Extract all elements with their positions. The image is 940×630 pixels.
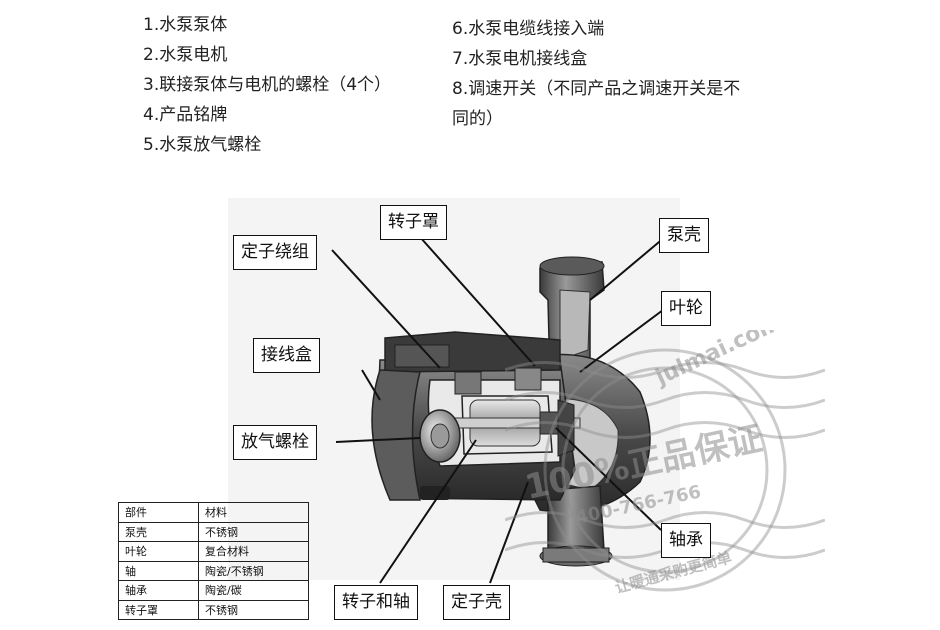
leader-lines: [331, 236, 666, 584]
callout-bearing: 轴承: [661, 523, 711, 558]
table-cell: 不锈钢: [198, 521, 309, 542]
table-row: 部件 材料: [118, 502, 309, 523]
callout-impeller: 叶轮: [661, 291, 711, 326]
callout-junction-box: 接线盒: [253, 338, 320, 373]
callout-pump-shell: 泵壳: [659, 218, 709, 253]
outlet-pipe: [539, 256, 605, 382]
callout-label: 轴承: [669, 530, 703, 550]
legend-item: 4.产品铭牌: [143, 105, 228, 125]
table-cell: 陶瓷/碳: [198, 580, 309, 601]
table-cell: 叶轮: [118, 541, 199, 562]
table-row: 轴承 陶瓷/碳: [118, 580, 309, 601]
legend-item: 3.联接泵体与电机的螺栓（4个）: [143, 75, 392, 95]
legend-item: 7.水泵电机接线盒: [452, 49, 588, 69]
legend-item: 2.水泵电机: [143, 45, 228, 65]
callout-label: 定子绕组: [241, 242, 309, 262]
table-cell: 不锈钢: [198, 599, 309, 620]
callout-label: 转子和轴: [342, 592, 410, 612]
legend-item: 8.调速开关（不同产品之调速开关是不同的）: [452, 79, 741, 129]
callout-label: 泵壳: [667, 225, 701, 245]
table-row: 泵壳 不锈钢: [118, 521, 309, 542]
legend-item: 1.水泵泵体: [143, 15, 228, 35]
table-cell: 材料: [198, 502, 309, 523]
legend-right: 6.水泵电缆线接入端 7.水泵电机接线盒 8.调速开关（不同产品之调速开关是不同…: [452, 14, 742, 134]
table-row: 叶轮 复合材料: [118, 541, 309, 562]
table-row: 转子罩 不锈钢: [118, 599, 309, 620]
callout-stator-winding: 定子绕组: [233, 235, 317, 270]
callout-rotor-cover: 转子罩: [380, 205, 447, 240]
materials-table: 部件 材料 泵壳 不锈钢 叶轮 复合材料 轴 陶瓷/不锈钢 轴承 陶瓷/碳 转子…: [118, 502, 309, 620]
legend-item: 5.水泵放气螺栓: [143, 135, 262, 155]
table-cell: 泵壳: [118, 521, 199, 542]
callout-stator-shell: 定子壳: [443, 585, 510, 620]
speed-switch: [420, 486, 450, 500]
callout-label: 放气螺栓: [241, 432, 309, 452]
callout-label: 叶轮: [669, 298, 703, 318]
cutaway-interior: [419, 367, 581, 467]
callout-label: 定子壳: [451, 592, 502, 612]
table-cell: 陶瓷/不锈钢: [198, 560, 309, 581]
table-cell: 部件: [118, 502, 199, 523]
table-cell: 轴: [118, 560, 199, 581]
legend-left: 1.水泵泵体 2.水泵电机 3.联接泵体与电机的螺栓（4个） 4.产品铭牌 5.…: [143, 10, 391, 160]
callout-label: 转子罩: [388, 212, 439, 232]
table-cell: 轴承: [118, 580, 199, 601]
table-row: 轴 陶瓷/不锈钢: [118, 560, 309, 581]
table-cell: 复合材料: [198, 541, 309, 562]
inlet-pipe: [539, 485, 613, 567]
callout-label: 接线盒: [261, 345, 312, 365]
legend-item: 6.水泵电缆线接入端: [452, 19, 605, 39]
table-cell: 转子罩: [118, 599, 199, 620]
callout-vent-screw: 放气螺栓: [233, 425, 317, 460]
callout-rotor-shaft: 转子和轴: [334, 585, 418, 620]
